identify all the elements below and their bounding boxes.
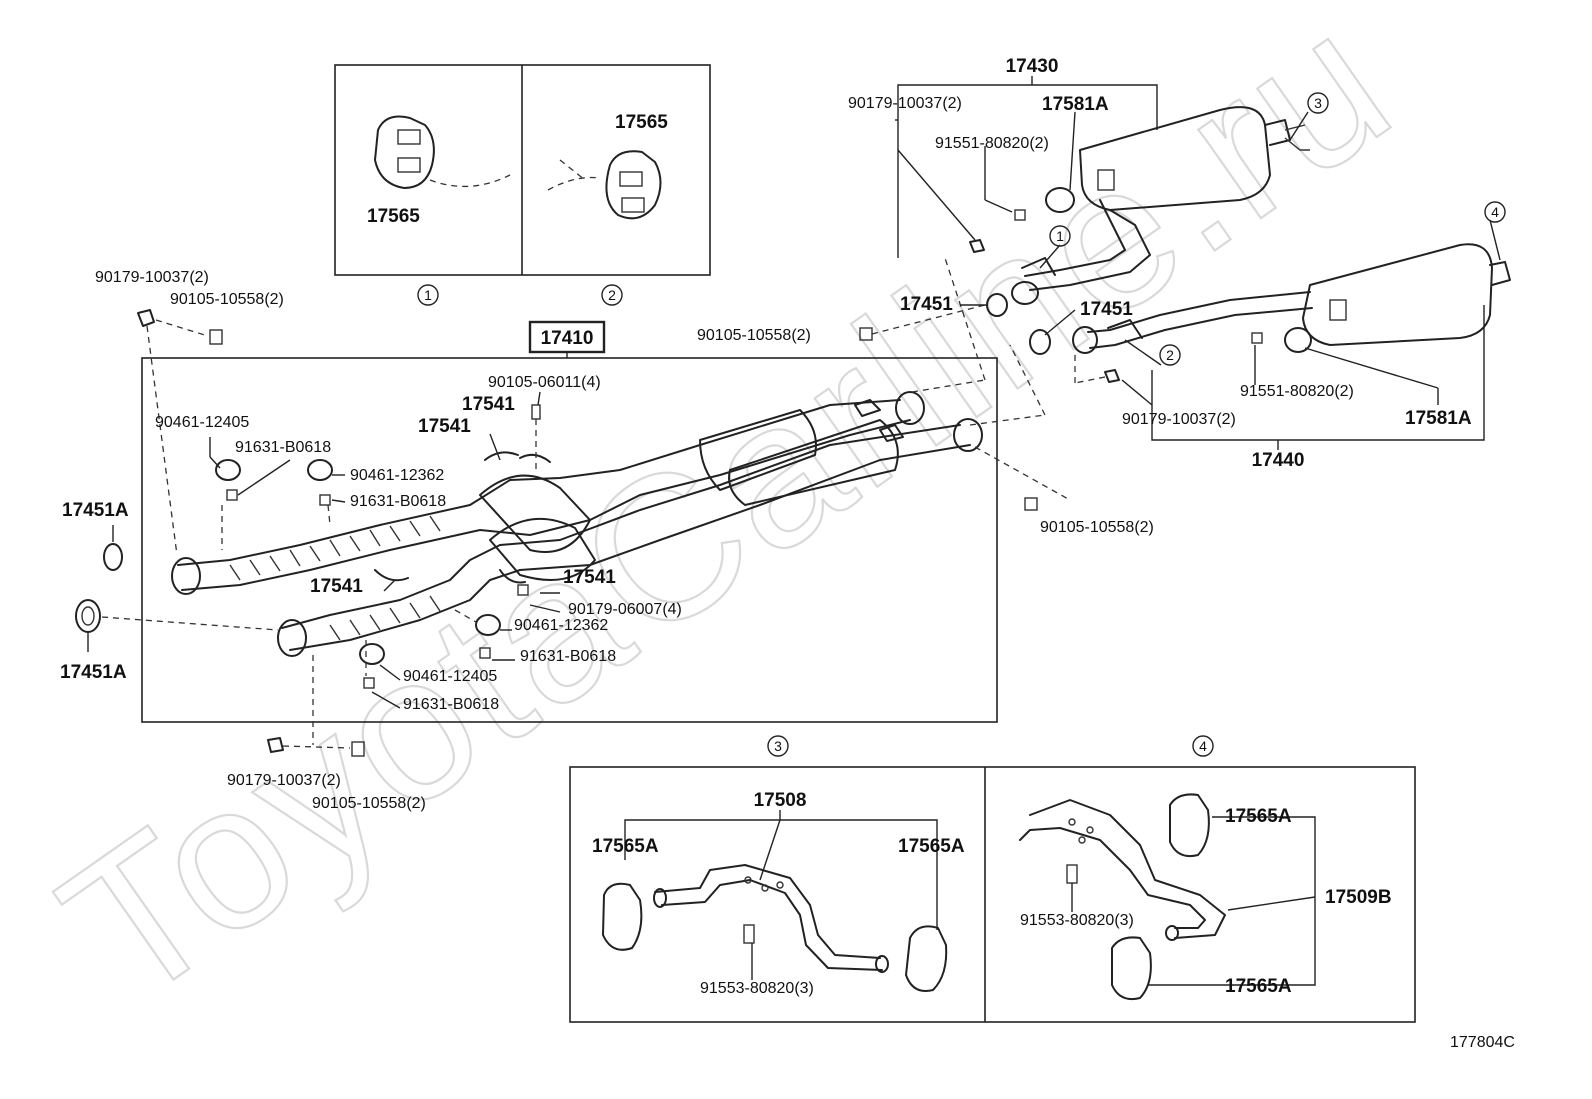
diagram-code: 177804C <box>1450 1034 1515 1051</box>
hanger-17581A-upper <box>1045 187 1075 213</box>
nut-90179-bottom <box>267 737 284 753</box>
label-17565A-c: 17565A <box>1225 806 1292 827</box>
label-17565-a: 17565 <box>367 206 420 227</box>
label-91631-B0618-a: 91631-B0618 <box>235 439 331 456</box>
label-17451-a: 17451 <box>900 294 953 315</box>
label-90179-10037-d: 90179-10037(2) <box>1122 411 1236 428</box>
bracket-17509B <box>1019 793 1226 1001</box>
gasket-17451A-upper <box>103 543 123 571</box>
label-17581A-b: 17581A <box>1405 408 1472 429</box>
label-17581A-a: 17581A <box>1042 94 1109 115</box>
muffler-17430 <box>1011 106 1310 305</box>
label-17565-b: 17565 <box>615 112 668 133</box>
rubber-hanger-17565A-bottom <box>1111 936 1152 1001</box>
callout-4-a: 4 <box>1491 204 1499 220</box>
label-90105-10558-d: 90105-10558(2) <box>1040 519 1154 536</box>
label-17451A-b: 17451A <box>60 662 127 683</box>
nut-90179-lower-right <box>1104 369 1120 383</box>
label-17541-b: 17541 <box>418 416 471 437</box>
callout-1-b: 1 <box>1056 228 1064 244</box>
clamp-90461-12405-lower <box>359 640 385 689</box>
rubber-hanger-17565A-left <box>602 882 643 951</box>
callout-2-b: 2 <box>1166 347 1174 363</box>
detail-box-1-2 <box>334 64 711 276</box>
rubber-hanger-detail-1 <box>374 115 511 189</box>
label-90179-10037-c: 90179-10037(2) <box>227 772 341 789</box>
rubber-hanger-17565A-right <box>905 925 948 992</box>
label-90461-12405-a: 90461-12405 <box>155 414 249 431</box>
main-pipe-box <box>141 357 998 723</box>
clamp-90461-12362-lower <box>454 609 501 659</box>
label-90105-06011: 90105-06011(4) <box>488 374 601 391</box>
label-90105-10558-c: 90105-10558(2) <box>312 795 426 812</box>
callout-2-a: 2 <box>608 287 616 303</box>
clamp-90461-12362-upper <box>307 459 333 526</box>
label-90461-12405-b: 90461-12405 <box>403 668 497 685</box>
callout-4-b: 4 <box>1199 738 1207 754</box>
rubber-hanger-17565A-top <box>1169 793 1210 858</box>
label-90461-12362-b: 90461-12362 <box>514 617 608 634</box>
label-91631-B0618-c: 91631-B0618 <box>520 648 616 665</box>
label-17509B: 17509B <box>1325 887 1392 908</box>
label-91551-80820-a: 91551-80820(2) <box>935 135 1049 152</box>
label-90179-06007: 90179-06007(4) <box>568 601 682 618</box>
label-91631-B0618-d: 91631-B0618 <box>403 696 499 713</box>
bolt-91551-upper <box>1014 209 1026 221</box>
callout-1-a: 1 <box>424 287 432 303</box>
bolt-91551-lower <box>1251 332 1263 344</box>
label-17565A-a: 17565A <box>592 836 659 857</box>
label-17565A-b: 17565A <box>898 836 965 857</box>
gasket-17451A-lower <box>75 599 101 633</box>
hanger-17581A-lower <box>1284 327 1312 353</box>
label-17410: 17410 <box>541 328 594 349</box>
label-17541-c: 17541 <box>310 576 363 597</box>
front-exhaust-pipe-assembly <box>171 391 983 657</box>
label-90105-10558-b: 90105-10558(2) <box>697 327 811 344</box>
detail-box-3-4 <box>569 766 1416 1023</box>
bracket-17508 <box>602 864 948 992</box>
bolt-90105-bottom <box>351 741 365 757</box>
callout-circles <box>417 92 1506 757</box>
label-90105-10558-a: 90105-10558(2) <box>170 291 284 308</box>
bolt-90105-right <box>1024 497 1038 511</box>
nut-90179-06007 <box>517 584 529 596</box>
label-17430: 17430 <box>1006 56 1059 77</box>
rubber-hanger-detail-2 <box>547 150 662 220</box>
label-91631-B0618-b: 91631-B0618 <box>350 493 446 510</box>
label-90461-12362-a: 90461-12362 <box>350 467 444 484</box>
label-17508: 17508 <box>754 790 807 811</box>
muffler-17440 <box>1072 243 1511 354</box>
label-17451A-a: 17451A <box>62 500 129 521</box>
nut-90179-upper-right <box>969 239 985 253</box>
label-91551-80820-b: 91551-80820(2) <box>1240 383 1354 400</box>
label-17451-b: 17451 <box>1080 299 1133 320</box>
bolt-90105-top-left <box>209 329 223 345</box>
label-91553-80820-b: 91553-80820(3) <box>1020 912 1134 929</box>
label-17541-d: 17541 <box>563 567 616 588</box>
label-17565A-d: 17565A <box>1225 976 1292 997</box>
label-17440: 17440 <box>1252 450 1305 471</box>
label-17541-a: 17541 <box>462 394 515 415</box>
gasket-17451-b <box>1029 329 1051 355</box>
label-91553-80820-a: 91553-80820(3) <box>700 980 814 997</box>
nut-90179-top-left <box>137 309 155 327</box>
clamp-90461-12405-upper <box>215 459 241 550</box>
watermark: ToyotaCarline.ru <box>24 0 1430 1046</box>
callout-3-b: 3 <box>774 738 782 754</box>
label-90179-10037-b: 90179-10037(2) <box>95 269 209 286</box>
label-90179-10037-a: 90179-10037(2) <box>848 95 962 112</box>
callout-3-a: 3 <box>1314 95 1322 111</box>
